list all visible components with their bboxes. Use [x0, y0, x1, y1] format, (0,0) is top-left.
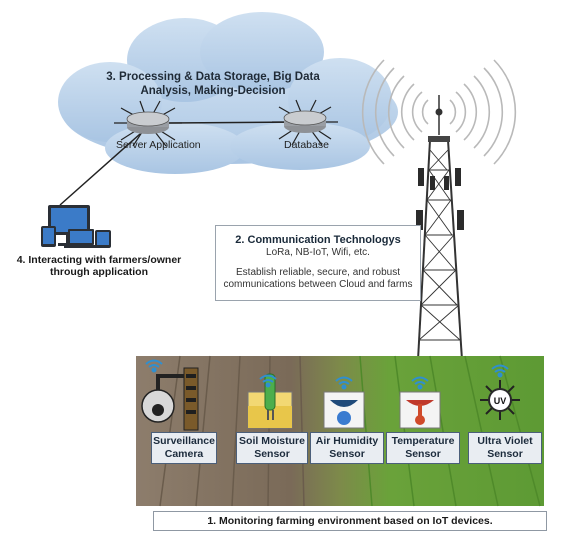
sensor-label-line1: Soil Moisture [239, 435, 305, 447]
tower-signal-arcs [361, 59, 517, 165]
farm-field [136, 356, 544, 506]
cell-tower-icon [416, 95, 464, 361]
laptop-icon [64, 229, 98, 248]
communication-technologies: LoRa, NB-IoT, Wifi, etc. [266, 247, 370, 258]
server-label: Server Application [116, 139, 201, 151]
sensor-label-line1: Ultra Violet [477, 435, 533, 447]
cloud-title-line1: 3. Processing & Data Storage, Big Data [106, 71, 320, 83]
communication-description-line2: communications between Cloud and farms [223, 279, 413, 290]
sensor-label-line2: Sensor [405, 448, 441, 460]
sensor-label-line2: Sensor [487, 448, 523, 460]
cloud-title: 3. Processing & Data Storage, Big Data A… [88, 70, 338, 98]
server-icon [114, 100, 182, 147]
desktop-icon [48, 205, 90, 246]
sensor-label-line1: Temperature [391, 435, 455, 447]
soil-moisture-icon [247, 373, 293, 429]
phone-icon [95, 230, 111, 248]
server-devices-link [59, 133, 141, 206]
cloud-title-line2: Analysis, Making-Decision [140, 85, 286, 97]
tablet-icon [41, 226, 56, 247]
interaction-line1: 4. Interacting with farmers/owner [16, 254, 182, 266]
camera-icon [141, 367, 199, 431]
communication-title: 2. Communication Technologys [235, 234, 401, 246]
wifi-icon [145, 359, 509, 390]
communication-box: 2. Communication Technologys LoRa, NB-Io… [215, 225, 421, 301]
database-label: Database [284, 139, 329, 151]
sensor-label-line1: Air Humidity [315, 435, 379, 447]
communication-description: Establish reliable, secure, and robust c… [216, 267, 420, 291]
uv-icon: UV [480, 380, 520, 420]
communication-description-line1: Establish reliable, secure, and robust [236, 267, 400, 278]
sensor-label-line2: Camera [164, 448, 204, 460]
air-humidity-icon [323, 391, 365, 429]
cloud-shape [58, 12, 398, 174]
monitoring-caption: 1. Monitoring farming environment based … [153, 511, 547, 531]
interaction-line2: through application [50, 266, 148, 278]
database-icon [272, 99, 338, 146]
sensor-label-line2: Sensor [329, 448, 365, 460]
sensor-label-line2: Sensor [254, 448, 290, 460]
interaction-caption: 4. Interacting with farmers/owner throug… [4, 254, 194, 278]
thermometer-icon [399, 391, 441, 429]
field-rows [159, 355, 541, 507]
uv-badge: UV [494, 396, 507, 406]
sensor-label-line1: Surveillance [153, 435, 215, 447]
